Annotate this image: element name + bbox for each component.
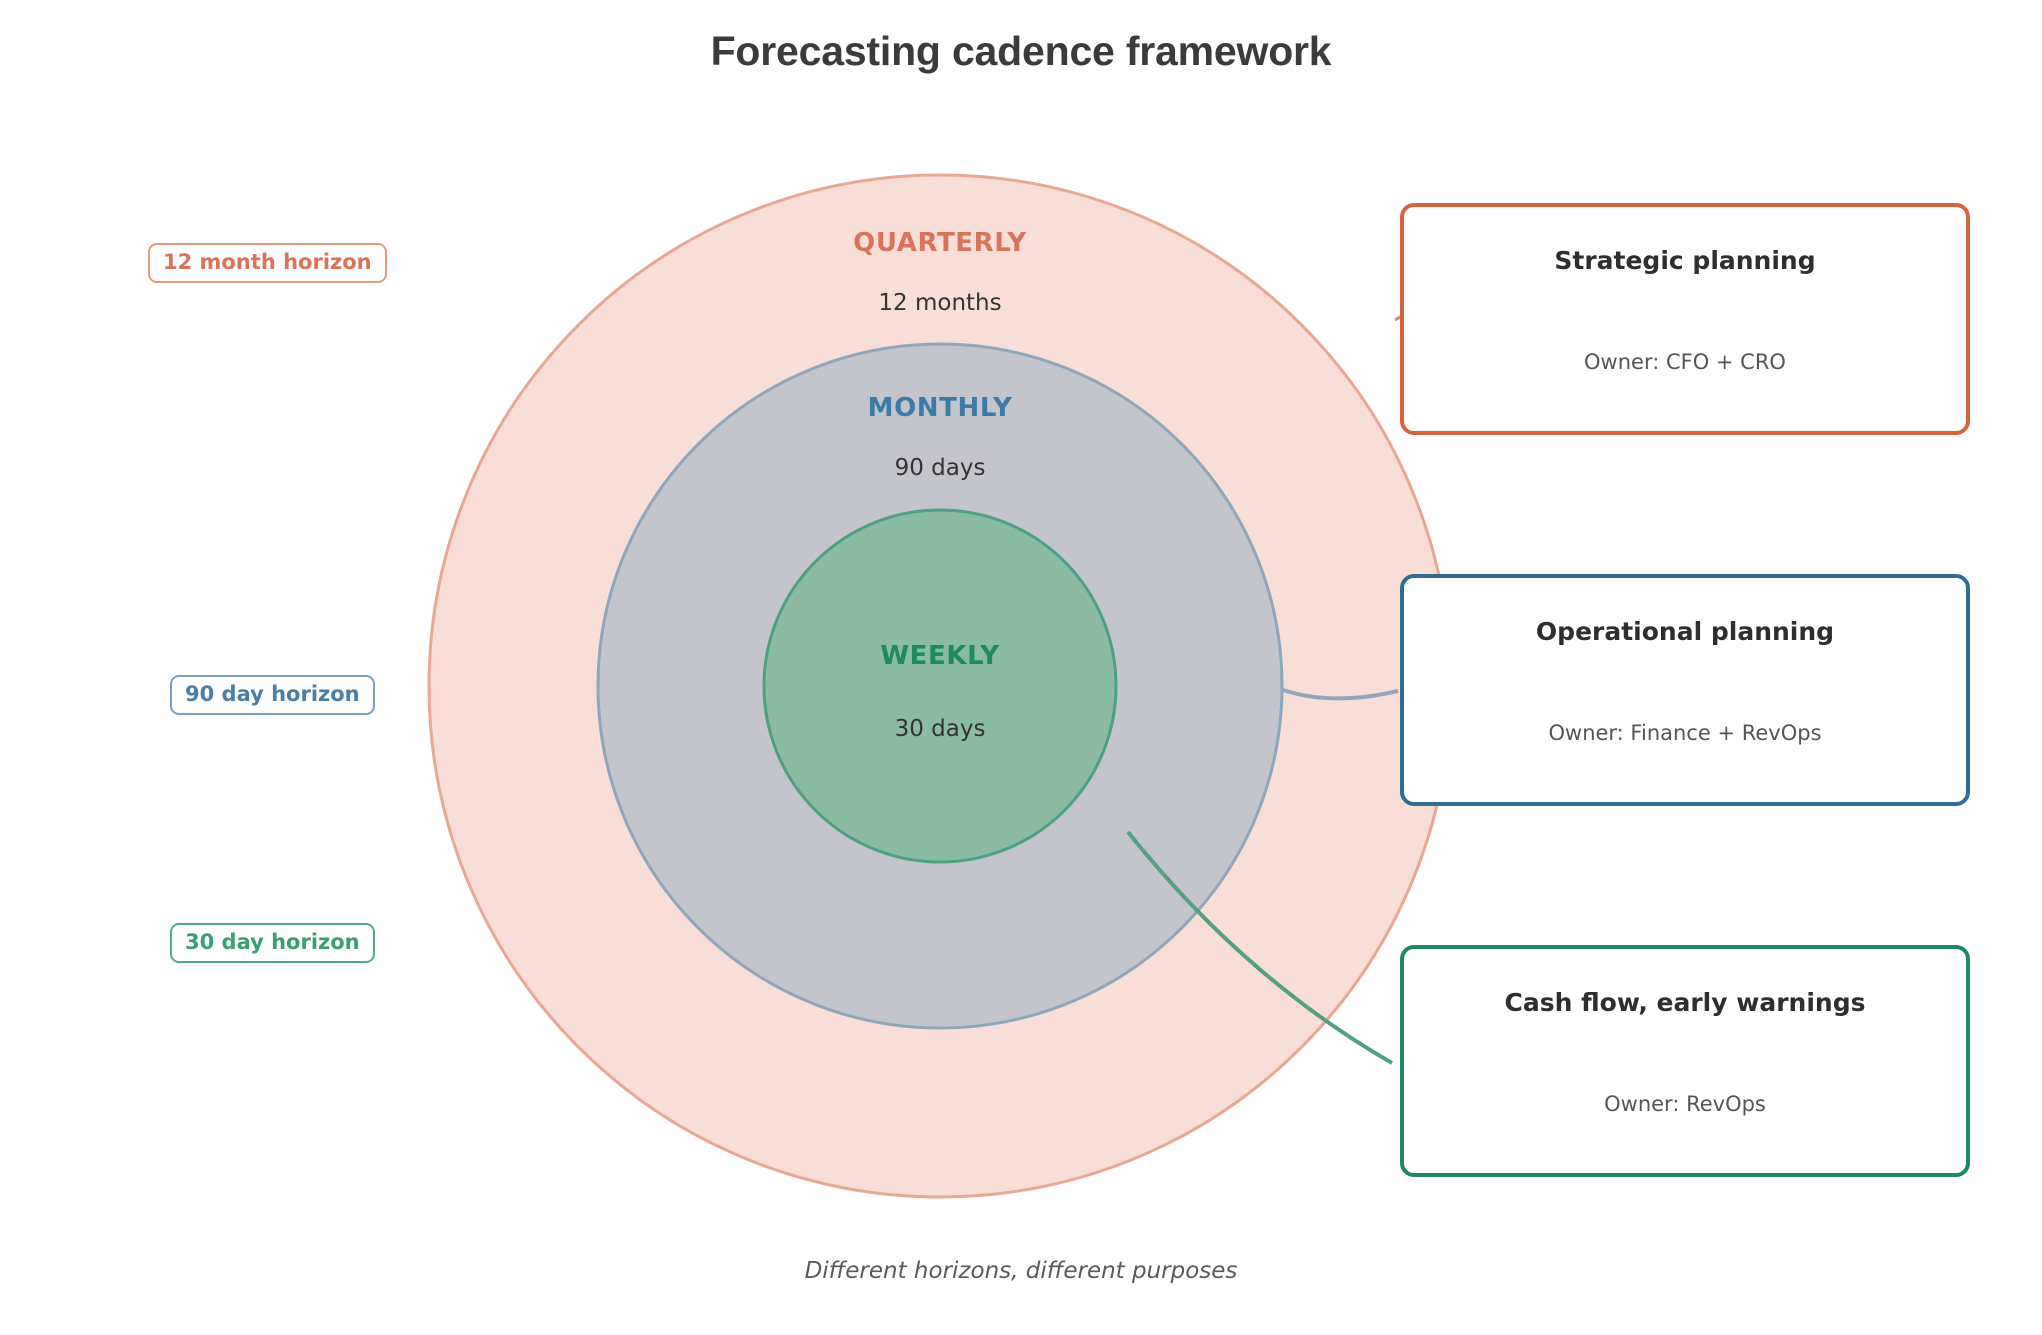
page-caption: Different horizons, different purposes xyxy=(804,1258,1238,1284)
callout-owner: Owner: RevOps xyxy=(1604,1092,1766,1116)
horizon-badge-12-month: 12 month horizon xyxy=(148,243,387,283)
ring-horizon-quarterly: 12 months xyxy=(878,290,1002,316)
horizon-badge-90-day: 90 day horizon xyxy=(170,675,375,715)
ring-label-weekly: WEEKLY xyxy=(880,641,1000,671)
callout-owner: Owner: Finance + RevOps xyxy=(1548,721,1822,745)
callout-cash-flow-early-warnings: Cash flow, early warnings Owner: RevOps xyxy=(1400,945,1970,1177)
ring-horizon-monthly: 90 days xyxy=(894,455,986,481)
ring-weekly xyxy=(762,508,1118,864)
page-title: Forecasting cadence framework xyxy=(710,28,1332,74)
callout-strategic-planning: Strategic planning Owner: CFO + CRO xyxy=(1400,203,1970,435)
connector-monthly xyxy=(1282,688,1399,701)
ring-horizon-weekly: 30 days xyxy=(894,716,986,742)
connector-weekly xyxy=(1126,830,1393,1065)
callout-title: Operational planning xyxy=(1535,617,1835,646)
callout-owner: Owner: CFO + CRO xyxy=(1584,350,1786,374)
ring-label-monthly: MONTHLY xyxy=(867,393,1013,423)
callout-operational-planning: Operational planning Owner: Finance + Re… xyxy=(1400,574,1970,806)
ring-label-quarterly: QUARTERLY xyxy=(853,228,1027,258)
horizon-badge-30-day: 30 day horizon xyxy=(170,923,375,963)
callout-title: Strategic planning xyxy=(1554,246,1816,275)
callout-title: Cash flow, early warnings xyxy=(1504,988,1866,1017)
